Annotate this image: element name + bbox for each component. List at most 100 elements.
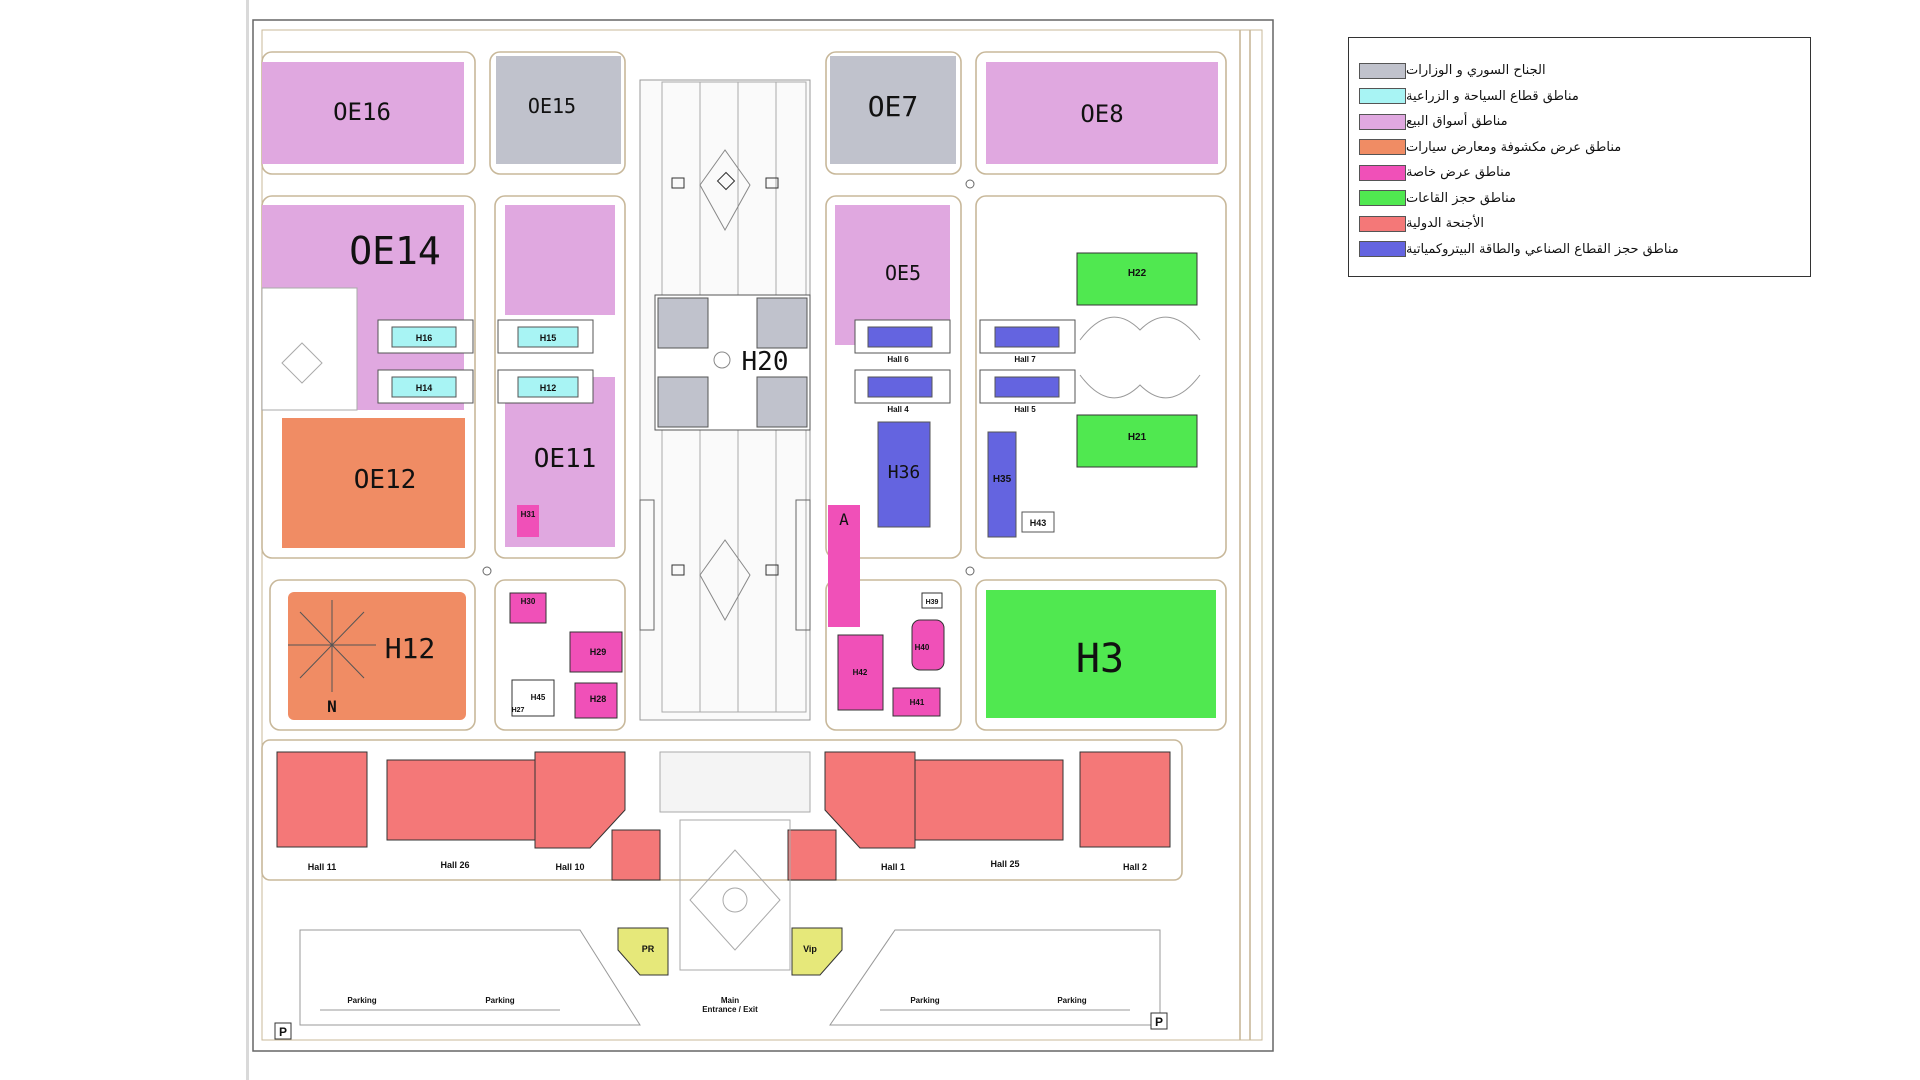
zone-hall10[interactable] (534, 751, 626, 849)
label-oe15: OE15 (528, 94, 576, 118)
zone-h39[interactable] (921, 592, 943, 609)
zone-h21[interactable] (1076, 414, 1198, 468)
label-vip: Vip (803, 944, 817, 954)
label-h43: H43 (1030, 518, 1047, 528)
label-h22: H22 (1128, 268, 1147, 279)
zone-oe16[interactable] (262, 62, 464, 164)
label-hall6: Hall 6 (887, 355, 909, 364)
roundabout-icon (965, 179, 975, 189)
legend-label: الأجنحة الدولية (1406, 216, 1485, 232)
zone-a[interactable] (828, 505, 860, 627)
parking-sign-right[interactable] (1150, 1012, 1168, 1030)
zone-pr[interactable] (617, 927, 669, 976)
road-blocks (261, 30, 1251, 1040)
zone-h41[interactable] (892, 687, 941, 717)
parking-label-4: Parking (1057, 996, 1086, 1005)
legend-label: مناطق عرض مكشوفة ومعارض سيارات (1406, 139, 1622, 155)
zone-h36[interactable] (877, 421, 931, 528)
legend-row-international: الأجنحة الدولية (1359, 211, 1800, 237)
zone-h31[interactable] (517, 505, 539, 537)
label-h42: H42 (853, 668, 868, 677)
legend-swatch (1359, 241, 1406, 258)
zone-h12[interactable] (288, 592, 466, 720)
label-h31: H31 (521, 510, 536, 519)
label-h45: H45 (531, 693, 546, 702)
label-h21: H21 (1128, 432, 1147, 443)
legend-swatch (1359, 113, 1406, 130)
legend-label: مناطق حجز القطاع الصناعي والطاقة البيترو… (1406, 241, 1679, 257)
legend-swatch (1359, 139, 1406, 156)
label-h41: H41 (910, 698, 925, 707)
zone-hall25[interactable] (914, 759, 1064, 841)
parking-left (299, 929, 641, 1026)
parking-sign-label-left: P (279, 1025, 287, 1039)
label-h15: H15 (540, 333, 557, 343)
label-h28: H28 (590, 694, 607, 704)
zone-h30[interactable] (509, 592, 547, 624)
label-oe16: OE16 (333, 98, 391, 126)
label-h35: H35 (993, 474, 1012, 485)
label-h13: H12 (540, 383, 557, 393)
zone-hall2[interactable] (1079, 751, 1171, 848)
label-h16: H16 (416, 333, 433, 343)
label-h12: H12 (385, 632, 436, 665)
parking-label-3: Parking (910, 996, 939, 1005)
zone-h29[interactable] (569, 631, 623, 673)
fountain-icon (281, 342, 323, 384)
legend-row-syrian-ministries: الجناح السوري و الوزارات (1359, 58, 1800, 84)
parking-sign-left[interactable] (274, 1022, 292, 1040)
legend-swatch (1359, 215, 1406, 232)
label-oe7: OE7 (868, 90, 919, 123)
fairground-map[interactable]: OE15 OE7 OE16 OE8 OE14 OE11 OE5 OE12 N H… (0, 0, 1300, 1080)
page-left-border (246, 0, 249, 1080)
legend-label: مناطق عرض خاصة (1406, 165, 1511, 181)
label-hall4: Hall 4 (887, 405, 909, 414)
zone-h35[interactable] (987, 431, 1017, 538)
legend-swatch (1359, 62, 1406, 79)
zone-h22[interactable] (1076, 252, 1198, 306)
label-hall7: Hall 7 (1014, 355, 1036, 364)
legend-row-halls-booking: مناطق حجز القاعات (1359, 186, 1800, 212)
label-hall25: Hall 25 (990, 859, 1019, 869)
map-legend: الجناح السوري و الوزارات مناطق قطاع السي… (1348, 37, 1811, 277)
label-hall2: Hall 2 (1123, 862, 1147, 872)
zone-oe11-top[interactable] (505, 205, 615, 315)
zone-hall11[interactable] (276, 751, 368, 848)
legend-row-tourism-agri: مناطق قطاع السياحة و الزراعية (1359, 84, 1800, 110)
legend-row-open-exhibition: مناطق عرض مكشوفة ومعارض سيارات (1359, 135, 1800, 161)
zone-h3[interactable] (986, 590, 1216, 718)
label-h39: H39 (926, 599, 939, 606)
zone-oe12[interactable] (282, 418, 465, 548)
entrance-label-2: Entrance / Exit (702, 1005, 758, 1014)
parking-label-1: Parking (347, 996, 376, 1005)
label-h40: H40 (915, 643, 930, 652)
zone-hall26[interactable] (386, 759, 536, 841)
zone-hall1[interactable] (824, 751, 916, 849)
parking-sign-label-right: P (1155, 1015, 1163, 1029)
label-h29: H29 (590, 647, 607, 657)
label-a: A (839, 510, 849, 529)
zone-h20[interactable] (654, 294, 811, 431)
entrance-label-1: Main (721, 996, 739, 1005)
label-oe5: OE5 (885, 261, 921, 285)
zone-oe8[interactable] (986, 62, 1218, 164)
entrance-plaza (659, 751, 811, 971)
zone-h43[interactable] (1021, 511, 1055, 533)
zone-h45[interactable] (511, 679, 555, 717)
legend-swatch (1359, 190, 1406, 207)
label-hall10: Hall 10 (555, 862, 584, 872)
legend-row-special-exhibition: مناطق عرض خاصة (1359, 160, 1800, 186)
label-hall1: Hall 1 (881, 862, 905, 872)
zone-h42[interactable] (837, 634, 884, 711)
label-h14: H14 (416, 383, 433, 393)
legend-label: مناطق حجز القاعات (1406, 190, 1516, 206)
zone-oe15[interactable] (496, 56, 621, 164)
label-oe12: OE12 (354, 465, 417, 495)
zone-h28[interactable] (574, 682, 618, 719)
zone-oe7[interactable] (830, 56, 956, 164)
roundabout-icon (482, 566, 492, 576)
legend-label: الجناح السوري و الوزارات (1406, 63, 1546, 79)
zone-h40[interactable] (911, 619, 945, 671)
label-h3: H3 (1076, 636, 1124, 682)
zone-vip[interactable] (791, 927, 843, 976)
